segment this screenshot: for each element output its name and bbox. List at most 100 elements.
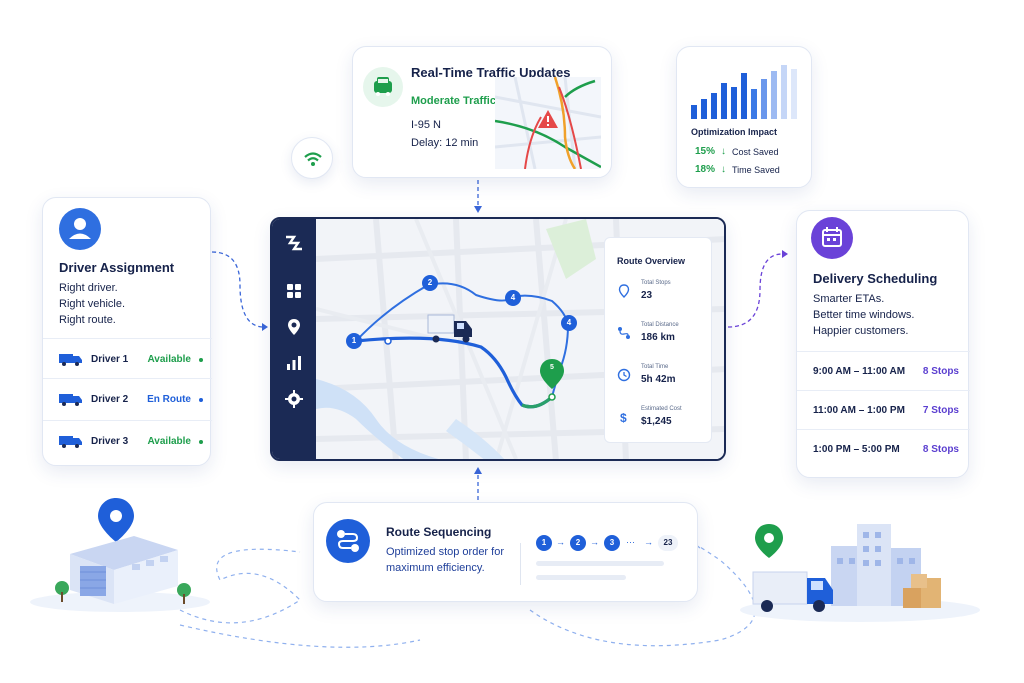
traffic-delay: Delay: 12 min [411,137,479,149]
cost-pct: 15% [695,146,716,157]
slot-stops: 8 Stops [922,366,959,377]
scheduling-tagline-1: Smarter ETAs. [813,293,885,305]
impact-time-row: 18% ↓ Time Saved [695,164,780,175]
map-stop-marker[interactable]: 4 [505,290,521,306]
ellipsis: ··· [626,537,635,547]
scheduling-tagline-3: Happier customers. [813,325,909,337]
delivery-scheduling-card: Delivery Scheduling Smarter ETAs. Better… [796,210,970,478]
settings-gear-icon[interactable] [284,389,304,409]
arrow-right-icon: → [556,537,565,547]
user-icon [59,208,101,250]
overview-label: Total Stops [641,280,671,286]
stop-order-chain: 1 → 2 → 3 ··· → 23 [536,535,696,555]
dashed-road-bottom [179,624,421,648]
scheduling-title: Delivery Scheduling [813,271,938,286]
warning-icon [538,110,558,128]
divider [797,390,970,391]
overview-estimated-cost: $ Estimated Cost $1,245 [617,406,707,436]
truck-icon [59,436,82,448]
placeholder-bar [536,561,664,566]
status-dot [199,398,203,402]
status-dot [199,358,203,362]
driver-row-2[interactable]: Driver 2 En Route [59,390,205,410]
placeholder-bar [536,575,626,580]
sequencing-title: Route Sequencing [386,525,492,539]
driver-row-1[interactable]: Driver 1 Available [59,350,205,370]
traffic-updates-card: Real-Time Traffic Updates Moderate Traff… [352,46,612,178]
schedule-slot-2[interactable]: 11:00 AM – 1:00 PM 7 Stops [813,405,959,421]
analytics-icon[interactable] [284,353,304,373]
impact-cost-row: 15% ↓ Cost Saved [695,146,779,157]
dashboard-icon[interactable] [284,281,304,301]
overview-value: 23 [641,290,653,301]
sequence-stop-final: 23 [658,535,678,551]
warehouse-illustration [55,498,191,604]
time-label: Time Saved [732,164,780,175]
overview-label: Estimated Cost [641,406,682,412]
connector-arrow-sched [782,250,788,258]
overview-label: Total Distance [641,322,679,328]
wifi-icon [291,137,333,179]
driver-status: Available [147,354,191,365]
slot-time: 11:00 AM – 1:00 PM [813,405,905,416]
svg-text:$: $ [620,411,627,424]
driver-status: Available [147,436,191,447]
overview-value: 186 km [641,332,675,343]
pin-icon [618,284,630,298]
slot-stops: 7 Stops [922,405,959,416]
map-stop-marker[interactable]: 5 [546,362,558,374]
overview-total-distance: Total Distance 186 km [617,322,707,352]
traffic-minimap [495,77,601,169]
calendar-icon [811,217,853,259]
divider [520,543,521,585]
status-dot [199,440,203,444]
sequence-stop: 2 [570,535,586,551]
slot-stops: 8 Stops [922,444,959,455]
route-sequencing-card: Route Sequencing Optimized stop order fo… [313,502,698,602]
time-pct: 18% [695,164,716,175]
connector-main-sched [727,253,783,328]
optimization-impact-card: Optimization Impact 15% ↓ Cost Saved 18%… [676,46,812,188]
divider [43,378,212,379]
location-pin-icon[interactable] [284,317,304,337]
sequence-stop: 1 [536,535,552,551]
driver-status: En Route [147,394,191,405]
driver-title: Driver Assignment [59,260,175,275]
sequence-icon [326,519,370,563]
truck-icon [59,394,82,406]
overview-value: 5h 42m [641,374,676,385]
divider [797,351,970,352]
divider [43,420,212,421]
sequence-stop: 3 [604,535,620,551]
driver-tagline-3: Right route. [59,314,116,326]
truck-icon [59,354,82,366]
map-stop-marker[interactable]: 4 [561,315,577,331]
slot-time: 1:00 PM – 5:00 PM [813,444,900,455]
impact-bar-chart [691,65,797,119]
logo-icon [286,235,302,251]
sequencing-subtitle-2: maximum efficiency. [386,562,485,574]
map-stop-marker[interactable]: 1 [346,333,362,349]
overview-total-stops: Total Stops 23 [617,280,707,310]
car-icon [363,67,403,107]
arrow-right-icon: → [590,537,599,547]
down-arrow-icon: ↓ [721,164,727,175]
driver-assignment-card: Driver Assignment Right driver. Right ve… [42,197,212,466]
schedule-slot-3[interactable]: 1:00 PM – 5:00 PM 8 Stops [813,444,959,460]
scheduling-tagline-2: Better time windows. [813,309,915,321]
overview-title: Route Overview [617,256,686,266]
dashed-road-left [179,548,301,624]
slot-time: 9:00 AM – 11:00 AM [813,366,906,377]
map-stop-marker[interactable]: 2 [422,275,438,291]
driver-tagline-1: Right driver. [59,282,118,294]
connector-arrow-traffic [474,206,482,213]
arrow-right-icon: → [644,537,653,547]
overview-label: Total Time [641,364,669,370]
connector-arrow-driver [262,323,268,331]
connector-driver-main [211,251,263,328]
driver-row-3[interactable]: Driver 3 Available [59,432,205,452]
traffic-road: I-95 N [411,119,441,131]
traffic-title: Real-Time Traffic Updates [411,65,571,80]
schedule-slot-1[interactable]: 9:00 AM – 11:00 AM 8 Stops [813,366,959,382]
